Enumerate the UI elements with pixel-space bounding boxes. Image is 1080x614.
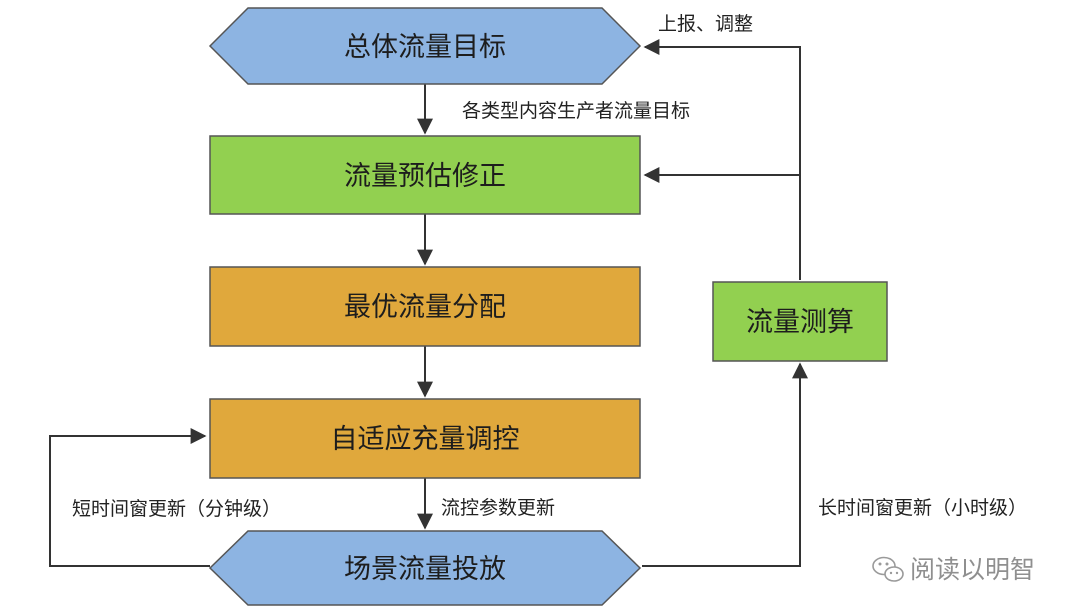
node-label: 自适应充量调控 (331, 424, 520, 455)
watermark-text: 阅读以明智 (910, 555, 1035, 584)
edge-label-long-window: 长时间窗更新（小时级） (818, 497, 1027, 519)
rect-shape (209, 398, 641, 479)
hexagon-shape (208, 530, 642, 606)
wechat-icon (872, 556, 904, 582)
node-label: 最优流量分配 (344, 292, 506, 323)
node-label: 流量预估修正 (344, 161, 506, 192)
rect-shape (209, 135, 641, 215)
rect-shape (209, 266, 641, 347)
edge-label-producer-targets: 各类型内容生产者流量目标 (462, 100, 690, 122)
rect-shape (712, 281, 888, 362)
hexagon-shape (208, 7, 642, 85)
node-traffic-measurement: 流量测算 (712, 281, 888, 362)
node-adaptive-control: 自适应充量调控 (209, 398, 641, 479)
edge-delivery-to-measurement (642, 362, 808, 567)
edge-measurement-to-target (643, 39, 801, 280)
edge-label-control-params-update: 流控参数更新 (441, 497, 555, 519)
edge-label-short-window: 短时间窗更新（分钟级） (72, 498, 281, 520)
node-label: 场景流量投放 (344, 554, 506, 585)
node-overall-target: 总体流量目标 (208, 7, 642, 85)
node-label: 流量测算 (746, 307, 854, 338)
node-label: 总体流量目标 (344, 32, 506, 63)
watermark: 阅读以明智 (872, 555, 1035, 584)
node-forecast-correction: 流量预估修正 (209, 135, 641, 215)
node-optimal-allocation: 最优流量分配 (209, 266, 641, 347)
node-scene-delivery: 场景流量投放 (208, 530, 642, 606)
edge-label-report-adjust: 上报、调整 (658, 13, 753, 35)
edge-short-window-loop (49, 428, 210, 567)
